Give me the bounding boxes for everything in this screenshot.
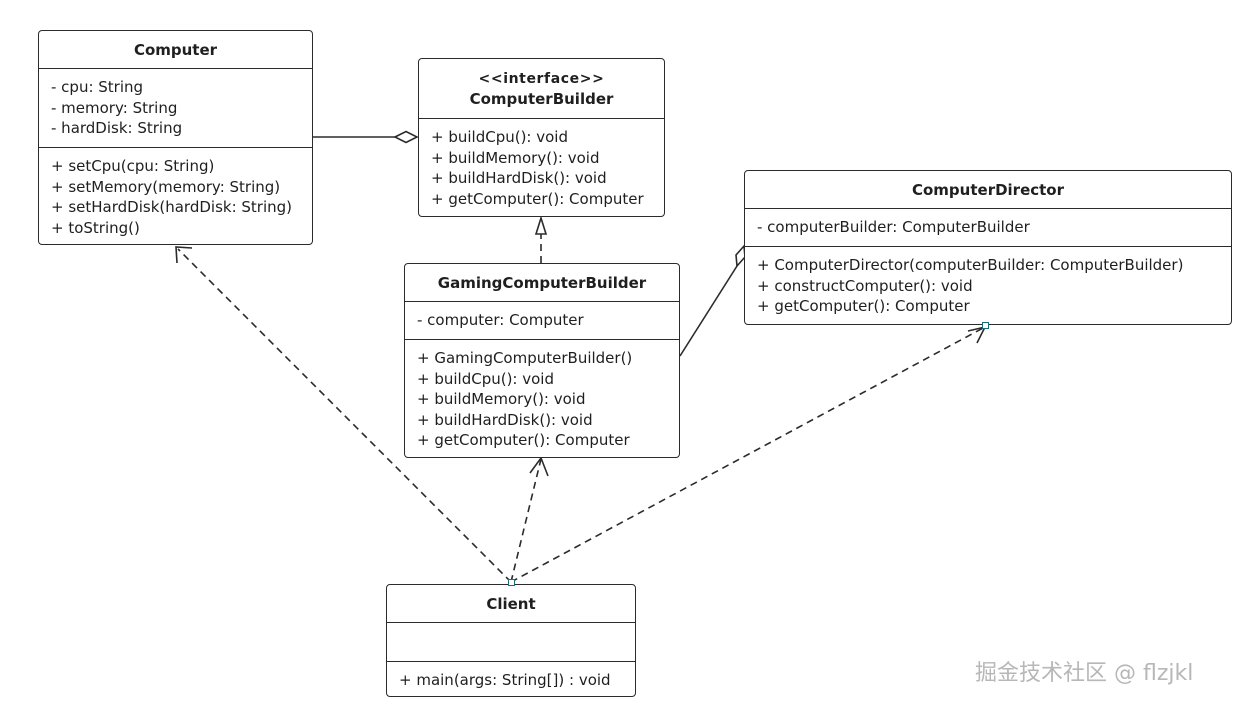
methods-section-gaming-computer-builder: + GamingComputerBuilder() + buildCpu(): … xyxy=(405,339,679,457)
attribute-computer-builder: - computerBuilder: ComputerBuilder xyxy=(757,218,1030,236)
class-header-computer-director: ComputerDirector xyxy=(745,171,1231,209)
method-to-string: + toString() xyxy=(51,218,140,237)
class-name-computer: Computer xyxy=(133,40,218,59)
method-build-hard-disk: + buildHardDisk(): void xyxy=(431,169,607,187)
method-set-cpu: + setCpu(cpu: String) xyxy=(51,157,215,175)
dependency-line-client-computer xyxy=(177,248,512,583)
methods-section-computer-director: + ComputerDirector(computerBuilder: Comp… xyxy=(745,246,1231,323)
dependency-line-client-director xyxy=(510,326,986,583)
method-main: + main(args: String[]) : void xyxy=(399,671,611,689)
methods-section-computer-builder: + buildCpu(): void + buildMemory(): void… xyxy=(419,119,664,215)
client-connection-port[interactable] xyxy=(508,579,515,586)
aggregation-line-director xyxy=(679,265,738,357)
method-set-hard-disk: + setHardDisk(hardDisk: String) xyxy=(51,198,293,216)
class-computer-director[interactable]: ComputerDirector - computerBuilder: Comp… xyxy=(744,170,1232,325)
dependency-arrowhead-gaming xyxy=(529,456,549,477)
method-gaming-build-memory: + buildMemory(): void xyxy=(417,390,586,408)
attributes-section-computer: - cpu: String - memory: String - hardDis… xyxy=(39,69,312,147)
method-computer-director-constructor: + ComputerDirector(computerBuilder: Comp… xyxy=(757,256,1184,274)
method-get-computer-director: + getComputer(): Computer xyxy=(757,297,970,315)
director-connection-port[interactable] xyxy=(982,322,989,329)
methods-section-computer: + setCpu(cpu: String) + setMemory(memory… xyxy=(39,147,312,244)
method-gaming-build-hard-disk: + buildHardDisk(): void xyxy=(417,410,593,429)
attributes-section-client xyxy=(387,623,635,661)
method-gaming-get-computer: + getComputer(): Computer xyxy=(417,431,630,449)
class-name-computer-builder: ComputerBuilder xyxy=(469,89,614,108)
watermark-text: 掘金技术社区 @ flzjkl xyxy=(975,661,1194,686)
method-set-memory: + setMemory(memory: String) xyxy=(51,177,281,196)
realization-arrowhead xyxy=(534,215,548,235)
method-build-memory: + buildMemory(): void xyxy=(431,148,600,167)
interface-computer-builder[interactable]: <<interface>> ComputerBuilder + buildCpu… xyxy=(418,58,665,217)
class-name-gaming-computer-builder: GamingComputerBuilder xyxy=(437,273,647,292)
class-client[interactable]: Client + main(args: String[]) : void xyxy=(386,584,636,697)
attribute-computer: - computer: Computer xyxy=(417,311,584,329)
class-name-client: Client xyxy=(486,594,536,613)
dependency-line-client-gaming xyxy=(510,458,542,583)
method-get-computer: + getComputer(): Computer xyxy=(431,189,644,208)
method-gaming-constructor: + GamingComputerBuilder() xyxy=(417,349,633,367)
attribute-cpu: - cpu: String xyxy=(51,78,144,96)
class-header-gaming-computer-builder: GamingComputerBuilder xyxy=(405,264,679,302)
interface-stereotype: <<interface>> xyxy=(478,70,605,87)
attributes-section-computer-director: - computerBuilder: ComputerBuilder xyxy=(745,209,1231,246)
methods-section-client: + main(args: String[]) : void xyxy=(387,661,635,696)
class-computer[interactable]: Computer - cpu: String - memory: String … xyxy=(38,30,313,245)
class-header-computer-builder: <<interface>> ComputerBuilder xyxy=(419,59,664,119)
attribute-memory: - memory: String xyxy=(51,98,178,117)
class-name-computer-director: ComputerDirector xyxy=(911,180,1065,199)
attribute-hard-disk: - hardDisk: String xyxy=(51,119,183,137)
class-header-computer: Computer xyxy=(39,31,312,69)
class-header-client: Client xyxy=(387,585,635,623)
class-gaming-computer-builder[interactable]: GamingComputerBuilder - computer: Comput… xyxy=(404,263,680,458)
method-build-cpu: + buildCpu(): void xyxy=(431,128,568,146)
dependency-arrowhead-computer xyxy=(175,246,193,264)
method-gaming-build-cpu: + buildCpu(): void xyxy=(417,369,554,388)
aggregation-diamond-computer-builder xyxy=(393,130,419,144)
attributes-section-gaming-computer-builder: - computer: Computer xyxy=(405,302,679,339)
method-construct-computer: + constructComputer(): void xyxy=(757,276,973,295)
